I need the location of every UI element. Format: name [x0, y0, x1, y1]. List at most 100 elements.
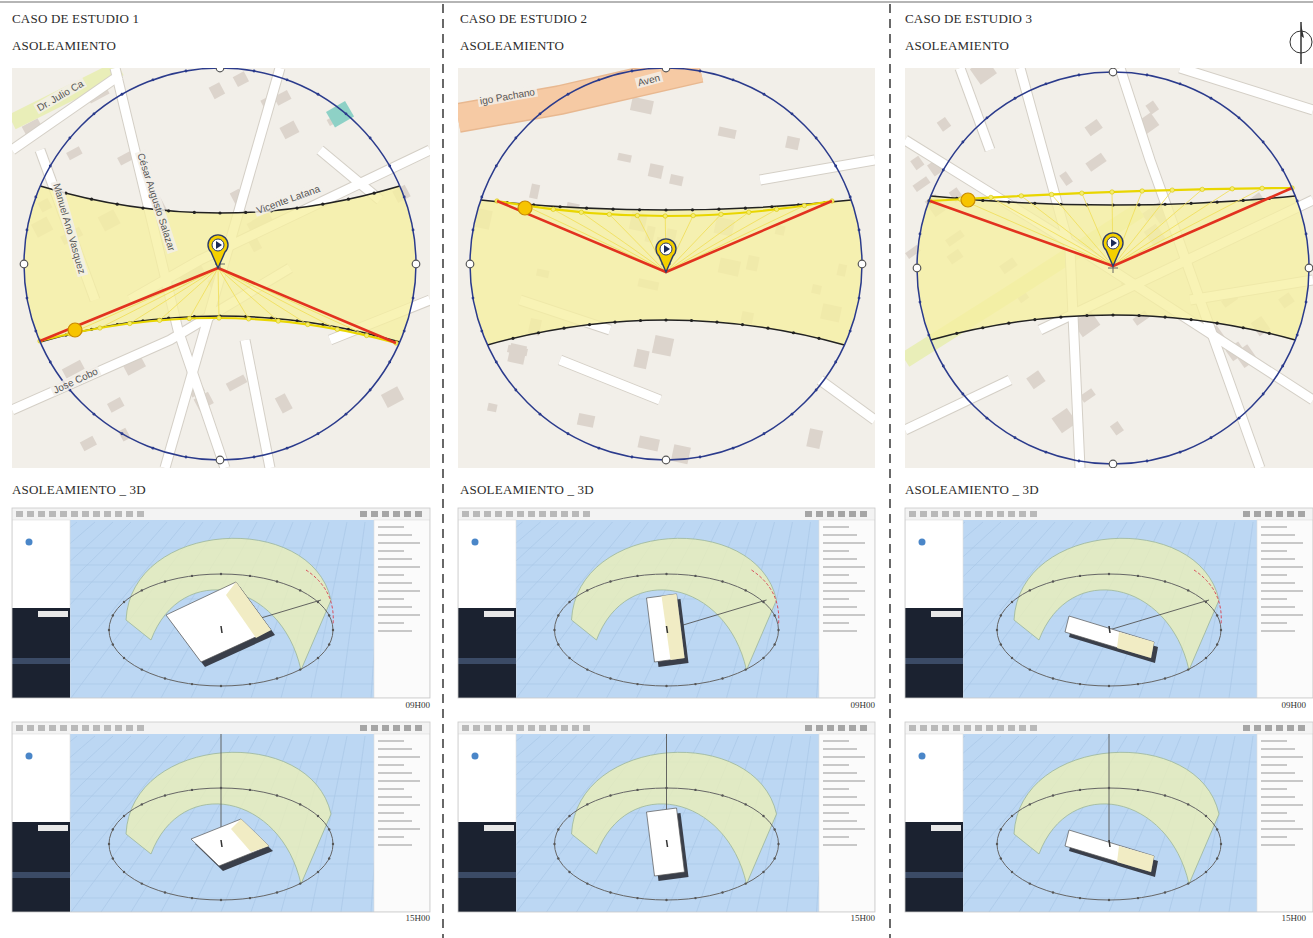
hour-dot	[364, 333, 368, 337]
drawing-part	[905, 508, 1313, 698]
tick	[636, 789, 638, 791]
building	[648, 163, 664, 179]
tick	[220, 899, 222, 901]
tick	[317, 93, 320, 96]
panel-row	[1261, 740, 1287, 742]
tick	[1281, 365, 1284, 368]
tool-icon	[528, 725, 535, 731]
tick	[191, 789, 193, 791]
grid-line	[905, 881, 1313, 882]
grid-line	[12, 684, 430, 685]
viewport	[12, 508, 430, 698]
tick	[557, 643, 559, 645]
tick	[927, 334, 930, 337]
hour-dot	[802, 203, 806, 207]
viewport	[458, 722, 875, 912]
hour-dot	[1080, 191, 1084, 195]
tick	[328, 614, 330, 616]
road	[960, 68, 990, 150]
sun-ray	[218, 268, 337, 329]
sun-ray	[130, 268, 218, 324]
tick	[276, 580, 278, 582]
hour-dot	[1268, 332, 1271, 335]
hour-dot	[1200, 187, 1204, 191]
tick	[849, 196, 852, 199]
tick	[762, 815, 764, 817]
tick	[123, 657, 125, 659]
building	[487, 403, 498, 413]
toolbar	[905, 508, 1313, 520]
panel-row	[1261, 542, 1303, 544]
tick	[1187, 803, 1189, 805]
tick	[567, 432, 570, 435]
tick	[553, 843, 555, 845]
hour-dot	[613, 320, 616, 323]
panel-row	[1261, 526, 1287, 528]
tick	[1205, 657, 1207, 659]
tick	[121, 93, 124, 96]
hour-dot	[537, 331, 540, 334]
tick	[412, 297, 415, 300]
tick	[108, 629, 110, 631]
tick	[721, 580, 723, 582]
section-title: ASOLEAMIENTO	[905, 38, 1009, 54]
hour-dot	[717, 208, 720, 211]
side-panel	[819, 520, 875, 698]
building	[970, 68, 997, 85]
road	[12, 75, 120, 150]
tick	[1029, 803, 1031, 805]
cardinal-mark	[1109, 68, 1117, 76]
solstice-path	[931, 315, 1296, 340]
section-title: ASOLEAMIENTO _ 3D	[460, 482, 594, 498]
panel-row	[823, 550, 849, 552]
road	[760, 160, 875, 180]
road	[560, 360, 660, 400]
tool-icon	[415, 511, 422, 517]
panel-row	[823, 630, 857, 632]
tool-icon	[953, 725, 960, 731]
tick	[586, 882, 588, 884]
tick	[927, 200, 930, 203]
time-label: 15H00	[406, 913, 431, 923]
panel-row	[823, 780, 865, 782]
hour-dot	[1260, 186, 1264, 190]
tool-icon	[484, 725, 491, 731]
tick	[744, 882, 746, 884]
tick	[834, 165, 837, 168]
tick	[1052, 677, 1054, 679]
tool-icon	[115, 725, 122, 731]
tool-icon	[860, 725, 867, 731]
tick	[1216, 828, 1218, 830]
tick	[721, 891, 723, 893]
tool-icon	[1019, 511, 1026, 517]
horizon-ellipse	[109, 574, 333, 686]
tick	[694, 683, 696, 685]
tick	[345, 112, 348, 115]
panel-row	[823, 812, 849, 814]
hour-dot	[664, 318, 667, 321]
tool-icon	[60, 725, 67, 731]
tool-icon	[415, 725, 422, 731]
tool-icon	[38, 725, 45, 731]
tick	[996, 843, 998, 845]
tool-icon	[849, 511, 856, 517]
panel-row	[378, 772, 412, 774]
tick	[164, 794, 166, 796]
sunrise-sunset-line	[930, 188, 1292, 266]
viewport	[458, 508, 875, 698]
panel-row	[823, 590, 865, 592]
tick	[568, 871, 570, 873]
hour-dot	[955, 332, 958, 335]
panel-row	[1261, 844, 1295, 846]
tick	[1179, 82, 1182, 85]
street-name: Aven	[635, 71, 664, 89]
tool-icon	[71, 511, 78, 517]
tick	[636, 575, 638, 577]
building	[529, 184, 540, 200]
drawing-part	[12, 508, 430, 698]
hour-dot	[141, 206, 144, 209]
tick	[286, 78, 289, 81]
tool-icon	[360, 511, 367, 517]
tool-icon	[517, 511, 524, 517]
sun-ray	[991, 197, 1113, 266]
